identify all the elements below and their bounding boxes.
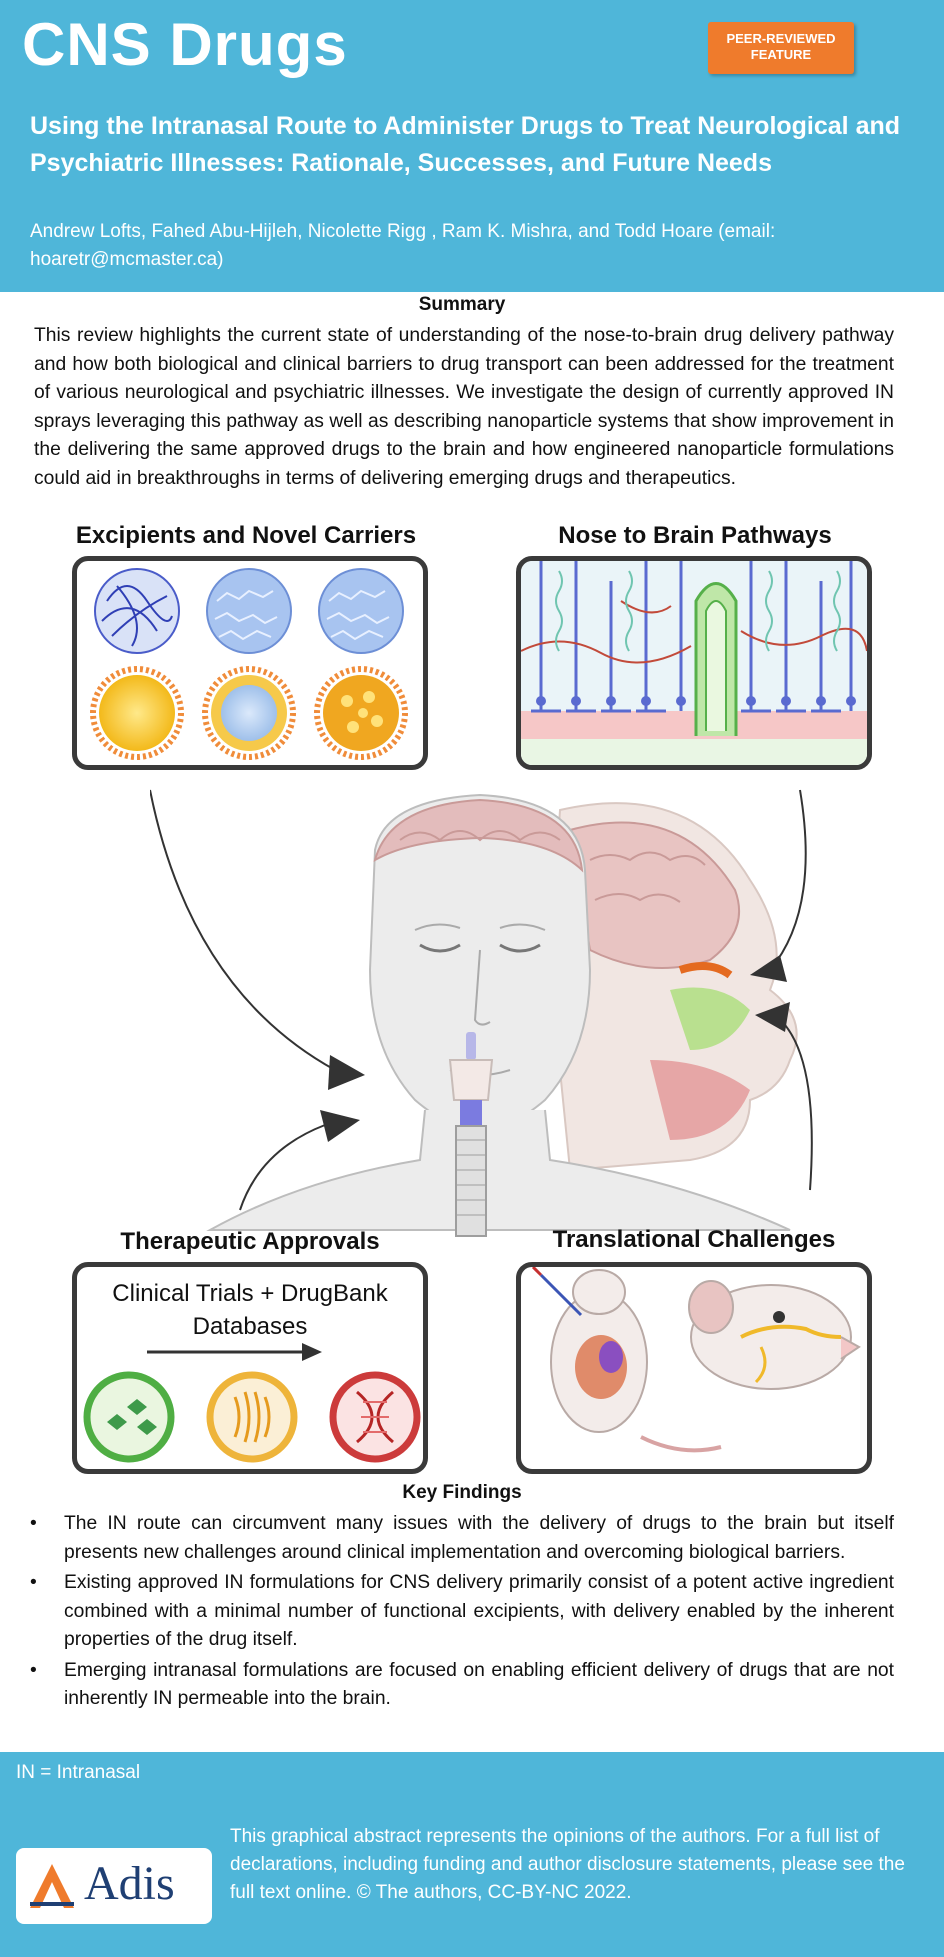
panel-title-challenges: Translational Challenges xyxy=(552,1226,836,1253)
summary-heading: Summary xyxy=(418,294,506,315)
adis-logo-icon xyxy=(30,1864,74,1908)
rodent-model-illustration xyxy=(531,1267,861,1453)
challenges-panel xyxy=(516,1262,872,1474)
excipients-panel xyxy=(72,556,428,770)
pathways-panel xyxy=(516,556,872,770)
approvals-panel: Clinical Trials + DrugBank Databases xyxy=(72,1262,428,1474)
approvals-illustration xyxy=(83,1343,421,1463)
author-list: Andrew Lofts, Fahed Abu-Hijleh, Nicolett… xyxy=(30,221,776,270)
article-title: Using the Intranasal Route to Administer… xyxy=(30,112,901,177)
finding-item: • Emerging intranasal formulations are fo… xyxy=(30,1657,894,1714)
finding-text: Existing approved IN formulations for CN… xyxy=(64,1572,894,1650)
finding-item: • Existing approved IN formulations for C… xyxy=(30,1569,894,1655)
finding-text: Emerging intranasal formulations are foc… xyxy=(64,1659,894,1710)
bullet-point: • xyxy=(30,1513,37,1534)
nanocarrier-illustration xyxy=(90,568,408,760)
peer-reviewed-badge: PEER-REVIEWED FEATURE xyxy=(708,22,854,74)
panel-title-pathways: Nose to Brain Pathways xyxy=(558,522,832,549)
bullet-point: • xyxy=(30,1572,37,1593)
adis-logo-text: Adis xyxy=(84,1857,175,1910)
head-anatomy-illustration xyxy=(150,789,813,1237)
finding-item: • The IN route can circumvent many issues… xyxy=(30,1510,894,1567)
summary-text: This review highlights the current state… xyxy=(34,325,894,489)
key-findings-list: • The IN route can circumvent many issues… xyxy=(30,1510,894,1716)
adis-logo[interactable]: Adis xyxy=(16,1848,212,1924)
finding-text: The IN route can circumvent many issues … xyxy=(64,1513,894,1563)
approvals-box-text: Clinical Trials + DrugBank Databases xyxy=(112,1280,388,1340)
abbreviation-note: IN = Intranasal xyxy=(16,1762,141,1783)
key-findings-heading: Key Findings xyxy=(402,1482,522,1503)
panel-title-approvals: Therapeutic Approvals xyxy=(120,1228,380,1255)
bullet-point: • xyxy=(30,1659,37,1681)
olfactory-pathway-illustration xyxy=(521,561,867,765)
journal-title: CNS Drugs xyxy=(22,11,348,78)
panel-title-excipients: Excipients and Novel Carriers xyxy=(75,522,417,549)
disclaimer-text: This graphical abstract represents the o… xyxy=(230,1826,905,1903)
